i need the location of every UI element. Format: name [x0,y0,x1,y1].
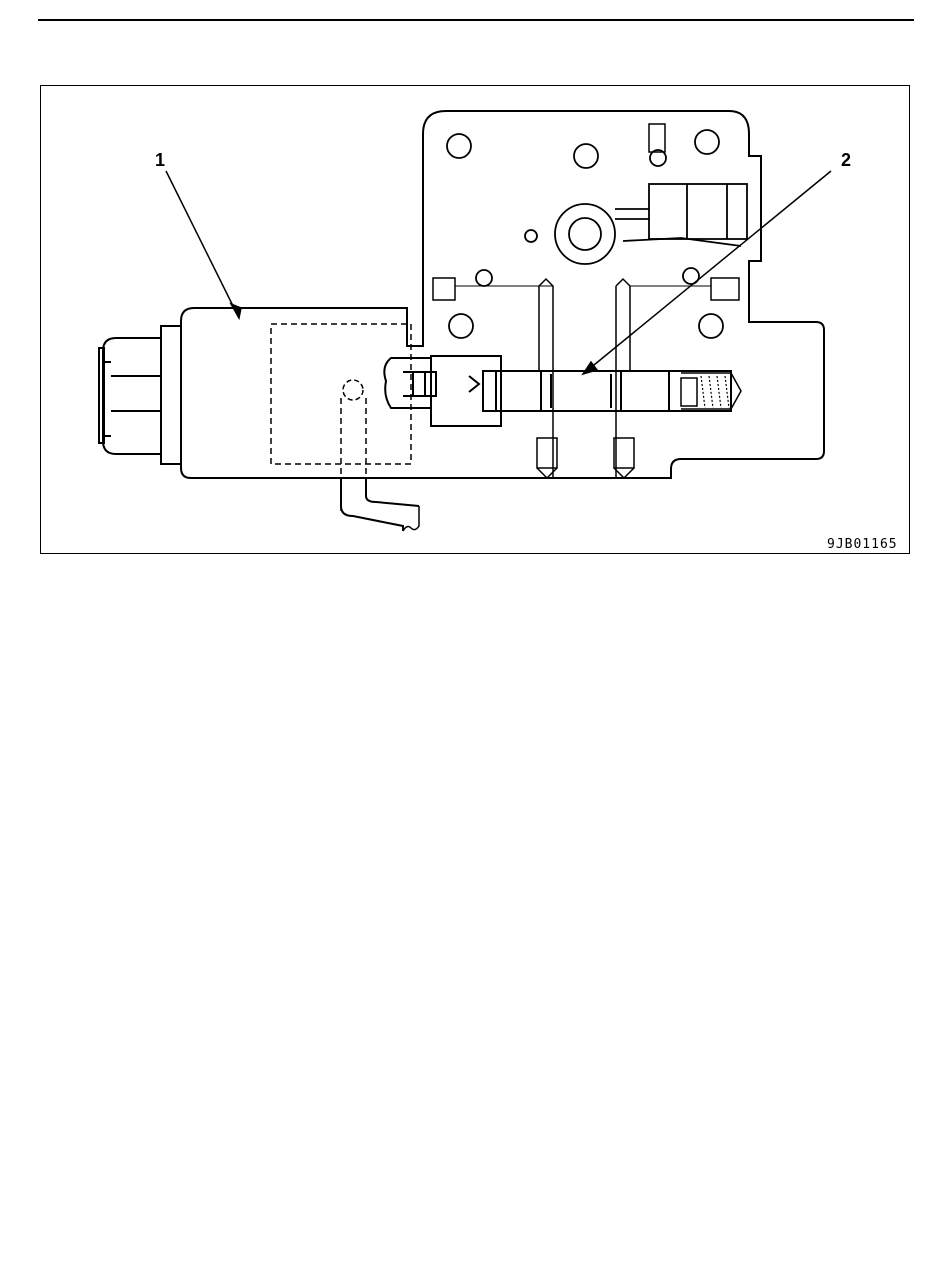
spool [483,371,741,411]
valve-diagram: 1 2 9JB01165 [41,86,911,555]
valve-body-outline [181,111,824,478]
figure-frame: 1 2 9JB01165 [40,85,910,554]
wire-hole [343,380,363,400]
side-valve [615,184,747,246]
header-rule [38,19,914,21]
callout-label-1: 1 [155,150,165,170]
callout-label-2: 2 [841,150,851,170]
figure-code: 9JB01165 [827,537,898,552]
port-passages [433,124,739,478]
solenoid-connector [99,326,181,464]
wire-dashed [341,398,366,511]
body-holes [447,130,723,338]
wire-lead [341,478,419,531]
leader-lines [166,171,831,374]
